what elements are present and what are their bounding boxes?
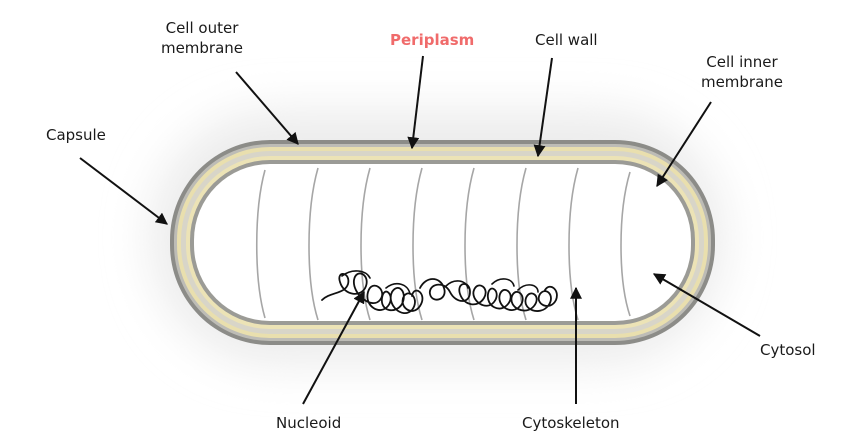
- label-capsule: Capsule: [46, 125, 106, 145]
- label-cytosol: Cytosol: [760, 340, 816, 360]
- label-cell-outer-membrane: Cell outer membrane: [150, 18, 254, 58]
- label-cell-inner-membrane-line2: membrane: [690, 72, 794, 92]
- label-nucleoid: Nucleoid: [276, 413, 341, 433]
- label-cell-outer-membrane-line2: membrane: [150, 38, 254, 58]
- arrow-capsule: [80, 158, 167, 224]
- label-cytoskeleton: Cytoskeleton: [522, 413, 620, 433]
- label-cell-inner-membrane: Cell inner membrane: [690, 52, 794, 92]
- label-periplasm: Periplasm: [390, 30, 474, 50]
- label-cell-inner-membrane-line1: Cell inner: [690, 52, 794, 72]
- label-cell-wall: Cell wall: [535, 30, 598, 50]
- label-cell-outer-membrane-line1: Cell outer: [150, 18, 254, 38]
